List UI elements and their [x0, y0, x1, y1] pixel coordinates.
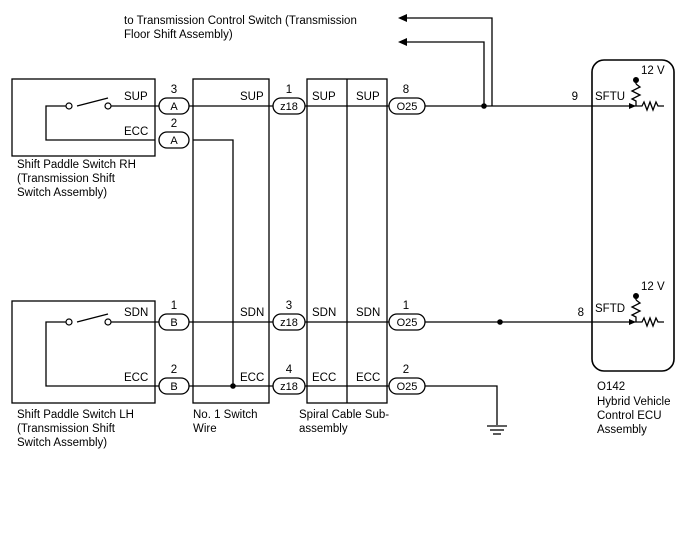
connector-B-sdn: B 1 [158, 300, 190, 331]
svg-text:8: 8 [403, 84, 409, 96]
svg-text:3: 3 [171, 84, 177, 96]
svg-text:4: 4 [286, 364, 293, 376]
svg-text:B: B [170, 381, 177, 393]
ecu-sftd-pin: 8 [578, 307, 584, 319]
switch-rh-sup-label: SUP [124, 91, 148, 103]
spiral-caption-2: assembly [299, 423, 348, 435]
connector-A-sup: A 3 [158, 84, 190, 115]
switch-wire-caption-2: Wire [193, 423, 217, 435]
switch-lh-contact [76, 313, 109, 323]
svg-text:2: 2 [403, 364, 409, 376]
ecu-caption-2: Control ECU [597, 410, 662, 422]
switch-lh-terminal [65, 318, 73, 326]
arrow-head-icon [398, 38, 407, 46]
switch-rh-caption-3: Switch Assembly) [17, 187, 107, 199]
svg-text:O25: O25 [397, 101, 418, 113]
ecu-sftd-label: SFTD [595, 303, 625, 315]
splice-dot [481, 103, 487, 109]
ecu-code: O142 [597, 381, 625, 393]
top-note-line1: to Transmission Control Switch (Transmis… [124, 15, 357, 27]
connector-o25-sdn: O25 1 [388, 300, 426, 331]
svg-text:O25: O25 [397, 381, 418, 393]
spiral-right-sdn: SDN [356, 307, 380, 319]
switch-lh-ecc-label: ECC [124, 372, 148, 384]
ecu-caption-1: Hybrid Vehicle [597, 396, 671, 408]
switch-lh-sdn-label: SDN [124, 307, 148, 319]
svg-text:B: B [170, 317, 177, 329]
ground-icon [487, 425, 507, 435]
ecu-sftu-label: SFTU [595, 91, 625, 103]
svg-text:z18: z18 [280, 317, 298, 329]
svg-text:2: 2 [171, 118, 177, 130]
switch-rh-terminal [65, 102, 73, 110]
switch-lh-ecc-wire [45, 321, 155, 387]
switch-lh-terminal [104, 318, 112, 326]
ecu-box [591, 59, 675, 372]
spiral-right-ecc: ECC [356, 372, 380, 384]
pullup-sftu: 12 V [629, 65, 665, 112]
switch-rh-terminal [104, 102, 112, 110]
top-feed-lines [398, 14, 493, 106]
svg-text:2: 2 [171, 364, 177, 376]
switch-rh-caption-2: (Transmission Shift [17, 173, 116, 185]
svg-text:1: 1 [403, 300, 409, 312]
top-note-line2: Floor Shift Assembly) [124, 29, 233, 41]
switch-rh-caption-1: Shift Paddle Switch RH [17, 159, 136, 171]
svg-text:A: A [170, 101, 178, 113]
switch-lh-caption-3: Switch Assembly) [17, 437, 107, 449]
spiral-caption-1: Spiral Cable Sub- [299, 409, 389, 421]
connector-B-ecc: B 2 [158, 364, 190, 395]
arrow-head-icon [398, 14, 407, 22]
switch-wire-ecc-jumper [193, 139, 234, 386]
connector-z18-ecc: z18 4 [272, 364, 306, 395]
ecu-voltage-sftd: 12 V [641, 281, 665, 293]
svg-text:A: A [170, 135, 178, 147]
svg-text:1: 1 [171, 300, 177, 312]
switch-rh-ecc-label: ECC [124, 126, 148, 138]
switch-rh-ecc-wire [45, 105, 155, 141]
spiral-left-sup: SUP [312, 91, 336, 103]
pullup-sftd: 12 V [629, 281, 665, 328]
svg-text:3: 3 [286, 300, 292, 312]
switch-wire-ecc-label: ECC [240, 372, 264, 384]
connector-o25-sup: O25 8 [388, 84, 426, 115]
svg-text:z18: z18 [280, 101, 298, 113]
spiral-left-sdn: SDN [312, 307, 336, 319]
switch-wire-caption-1: No. 1 Switch [193, 409, 258, 421]
ecu-voltage-sftu: 12 V [641, 65, 665, 77]
connector-z18-sdn: z18 3 [272, 300, 306, 331]
switch-wire-sdn-label: SDN [240, 307, 264, 319]
connector-o25-ecc: O25 2 [388, 364, 426, 395]
svg-text:1: 1 [286, 84, 292, 96]
splice-dot [497, 319, 503, 325]
ecu-sftu-pin: 9 [572, 91, 578, 103]
switch-lh-caption-2: (Transmission Shift [17, 423, 116, 435]
switch-wire-sup-label: SUP [240, 91, 264, 103]
ecu-caption-3: Assembly [597, 424, 647, 436]
connector-A-ecc: A 2 [158, 118, 190, 149]
spiral-right-sup: SUP [356, 91, 380, 103]
switch-rh-box [11, 78, 156, 157]
switch-lh-caption-1: Shift Paddle Switch LH [17, 409, 134, 421]
svg-text:z18: z18 [280, 381, 298, 393]
switch-rh-contact [76, 97, 109, 107]
svg-text:O25: O25 [397, 317, 418, 329]
connector-z18-sup: z18 1 [272, 84, 306, 115]
switch-wire-box [192, 78, 270, 404]
spiral-left-ecc: ECC [312, 372, 336, 384]
